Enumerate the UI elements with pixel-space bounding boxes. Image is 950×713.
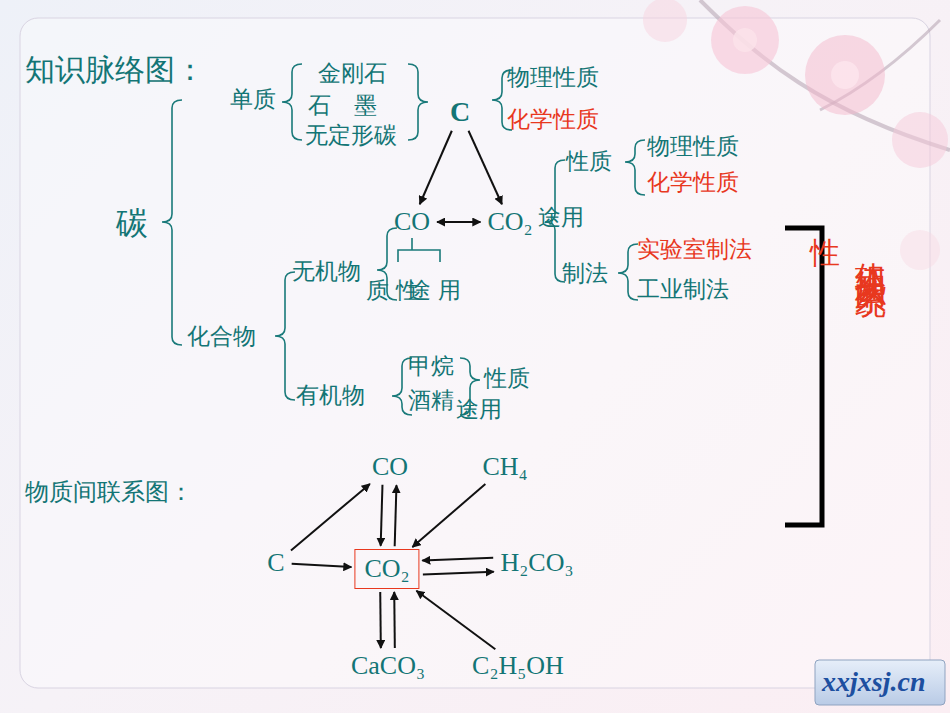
brace <box>408 64 428 140</box>
tree-label: 制法 <box>562 262 608 285</box>
tree-label: 途用 <box>538 206 584 229</box>
tree-label: 实验室制法 <box>637 238 752 261</box>
reaction-arrow <box>423 572 494 575</box>
split-bracket <box>398 238 440 262</box>
formula-text: CH₄ <box>482 454 527 480</box>
reaction-arrow <box>395 485 397 546</box>
formula-text: H₂CO₃ <box>500 550 573 576</box>
reaction-arrow <box>412 484 485 547</box>
reaction-arrow <box>393 592 396 648</box>
brace <box>275 272 295 400</box>
watermark-box <box>815 660 945 705</box>
slide-panel <box>20 18 930 688</box>
brace <box>618 244 638 300</box>
tree-label: 无机物 <box>292 260 361 283</box>
formula-node: C₂H₅OH <box>468 651 568 681</box>
highlight-box: CO₂ <box>354 549 419 589</box>
formula-text: CO₂ <box>364 556 409 582</box>
tree-label: 碳 <box>116 207 148 239</box>
formula-node: CH₄ <box>478 452 531 482</box>
tree-label: 单质 <box>230 88 276 111</box>
reaction-arrow <box>469 131 502 205</box>
formula-text: CO <box>394 209 430 235</box>
tree-label: 甲烷 <box>408 355 454 378</box>
tree-label: 工业制法 <box>637 278 729 301</box>
tree-label: 物理性质 <box>507 66 599 89</box>
tree-label: 体现知识的系统 <box>855 238 886 266</box>
tree-label: 化学性质 <box>507 108 599 131</box>
brace <box>162 100 182 345</box>
formula-text: CO₂ <box>487 209 532 235</box>
reaction-arrow <box>381 485 383 546</box>
formula-text: CaCO₃ <box>351 653 425 679</box>
formula-text: C <box>450 98 470 126</box>
formula-text: C <box>267 550 284 576</box>
flower <box>831 61 859 89</box>
formula-node: CO <box>390 207 434 237</box>
tree-label: 途用 <box>456 398 502 421</box>
tree-label: 化学性质 <box>647 171 739 194</box>
brace <box>282 64 302 140</box>
tree-label: 性质 <box>484 367 530 390</box>
flower <box>733 28 757 52</box>
formula-node: C <box>446 96 474 128</box>
tree-label: 酒精 <box>408 389 454 412</box>
formula-text: C₂H₅OH <box>472 653 564 679</box>
tree-label: 物理性质 <box>647 135 739 158</box>
brace <box>625 140 645 195</box>
formula-node: CO <box>368 452 412 482</box>
flower <box>900 230 940 270</box>
reaction-arrow <box>420 131 452 205</box>
reaction-arrow <box>437 221 480 223</box>
big-bracket <box>785 228 822 525</box>
formula-node: H₂CO₃ <box>496 548 577 578</box>
formula-node: CO₂ <box>483 207 536 237</box>
tree-label: 物质间联系图： <box>25 480 193 504</box>
tree-label: 化合物 <box>187 325 256 348</box>
diagram-title: 知识脉络图： <box>25 55 205 85</box>
formula-node: C <box>263 548 288 578</box>
tree-label: 有机物 <box>296 384 365 407</box>
tree-label: 金刚石 <box>318 62 387 85</box>
tree-label: 无定形碳 <box>305 124 397 147</box>
watermark: xxjxsj.cn <box>822 668 925 696</box>
flower <box>892 112 948 168</box>
flower <box>805 35 885 115</box>
flower <box>711 6 779 74</box>
tree-label: 石 墨 <box>308 94 377 117</box>
tree-label: 性质 <box>566 150 612 173</box>
formula-node: CaCO₃ <box>347 651 429 681</box>
tree-label: 性 <box>810 238 840 268</box>
reaction-arrow <box>292 564 352 567</box>
reaction-arrow <box>422 558 493 561</box>
reaction-arrow <box>379 592 382 648</box>
flower <box>643 0 687 42</box>
reaction-arrow <box>291 484 370 550</box>
formula-text: CO <box>372 454 408 480</box>
reaction-arrow <box>416 591 495 649</box>
tree-label: 途 用 <box>408 279 461 302</box>
